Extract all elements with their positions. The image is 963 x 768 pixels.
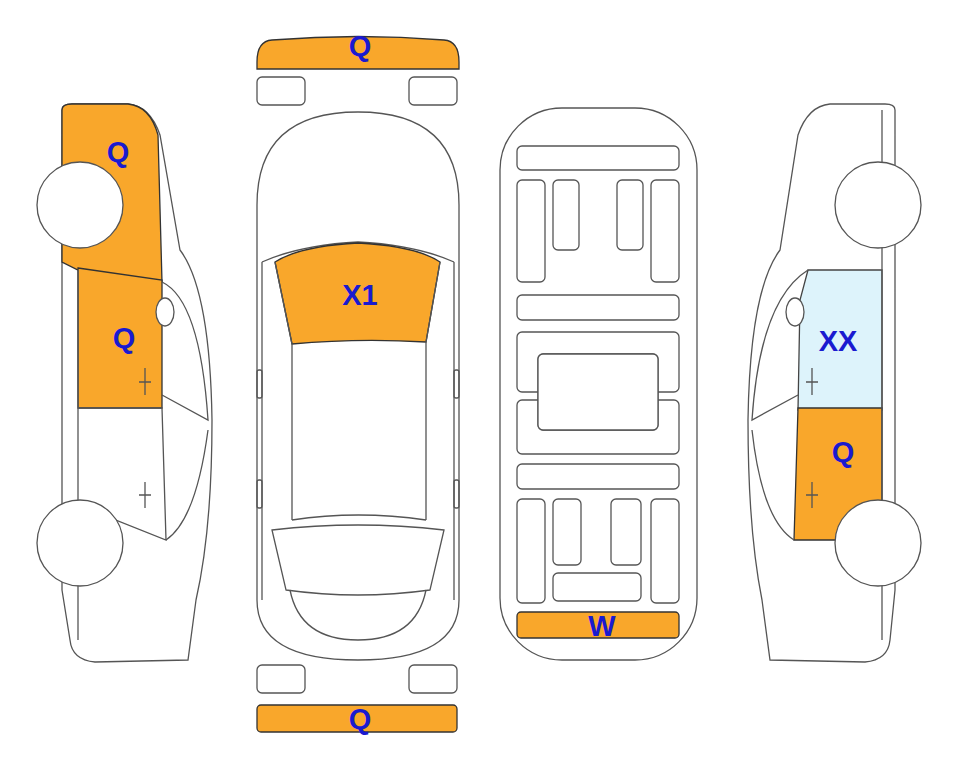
damage-code: Q — [832, 438, 855, 467]
damage-code: XX — [819, 327, 858, 356]
damage-code: Q — [349, 32, 372, 61]
damage-code: W — [588, 612, 615, 641]
damage-code: X1 — [342, 281, 377, 310]
damage-code: Q — [113, 324, 136, 353]
damage-code: Q — [349, 705, 372, 734]
damage-code: Q — [107, 138, 130, 167]
